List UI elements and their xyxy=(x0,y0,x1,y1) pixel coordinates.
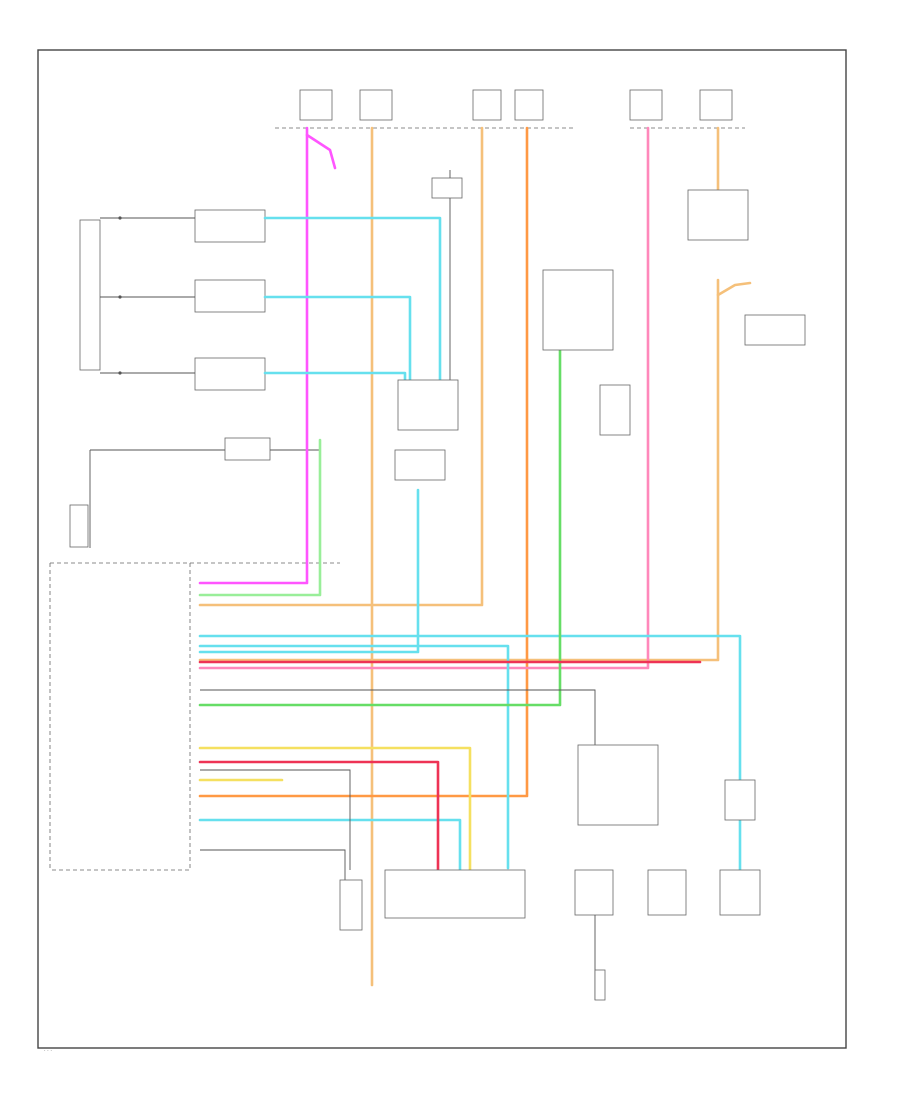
splice-2 xyxy=(118,295,122,299)
bottom-connector xyxy=(339,879,363,931)
bottom-switch-3 xyxy=(719,869,761,916)
sensor-top xyxy=(431,177,463,199)
wire-green-2 xyxy=(198,438,322,597)
fuse-1 xyxy=(299,89,333,121)
wire-orange-1 xyxy=(198,126,529,798)
wire-cyan-7 xyxy=(198,818,462,872)
wire-gray-3 xyxy=(200,769,351,870)
wire-pink-2 xyxy=(198,126,650,670)
diagram-border xyxy=(37,49,847,1049)
wire-red-2 xyxy=(198,760,440,872)
center-connector-group xyxy=(394,177,463,481)
wire-pink-1 xyxy=(198,126,309,585)
bottom-relay xyxy=(577,744,659,826)
right-component-group xyxy=(542,189,806,436)
fuse-4 xyxy=(514,89,544,121)
wire-cyan-3 xyxy=(263,371,407,422)
switch-1 xyxy=(194,209,266,243)
wire-gray-4 xyxy=(200,849,346,900)
fuse-5 xyxy=(629,89,663,121)
splice-1 xyxy=(118,216,122,220)
right-switch-2 xyxy=(687,189,749,241)
footer-code: · · · xyxy=(44,1048,52,1054)
right-label-block xyxy=(744,314,806,346)
center-connector xyxy=(397,379,459,431)
mid-left-switch-group xyxy=(69,437,320,548)
bottom-module xyxy=(384,869,526,919)
wire-yellow-1 xyxy=(198,746,472,872)
ground-component xyxy=(69,504,89,548)
left-side-connector xyxy=(79,219,101,371)
wire-cyan-4 xyxy=(198,488,420,654)
bottom-switch-1 xyxy=(574,869,614,916)
switch-2 xyxy=(194,279,266,313)
fuse-3 xyxy=(472,89,502,121)
bottom-relay-2 xyxy=(724,779,756,821)
control-module-outline xyxy=(50,562,191,871)
control-module xyxy=(49,562,340,871)
wire-pink-jumper xyxy=(305,133,337,170)
left-switch-group xyxy=(79,209,266,391)
right-sensor xyxy=(599,384,631,436)
wire-cyan-2 xyxy=(263,295,412,422)
wire-tan-4 xyxy=(198,278,720,662)
wire-tan-2 xyxy=(198,126,484,607)
wire-cyan-1 xyxy=(263,216,442,422)
right-switch-1 xyxy=(542,269,614,351)
fuse-2 xyxy=(359,89,393,121)
fuse-6 xyxy=(699,89,733,121)
splice-3 xyxy=(118,371,122,375)
center-module xyxy=(394,449,446,481)
wire-gray-1 xyxy=(200,689,596,760)
bottom-switch-2 xyxy=(647,869,687,916)
switch-3 xyxy=(194,357,266,391)
mid-switch xyxy=(224,437,271,461)
bottom-ground xyxy=(594,969,606,1001)
fuse-block-top xyxy=(275,89,745,129)
wire-cyan-6 xyxy=(198,644,510,870)
wire-green-1 xyxy=(198,348,562,707)
bottom-component-group xyxy=(339,744,761,1001)
wire-tan-branch xyxy=(716,281,752,297)
